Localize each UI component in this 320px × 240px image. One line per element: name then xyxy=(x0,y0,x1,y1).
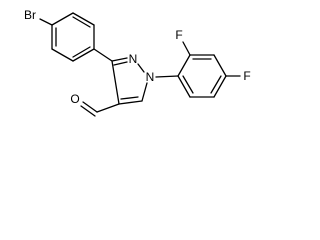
atom-n1: N xyxy=(146,70,155,84)
structure-diagram: Br N N O F F xyxy=(0,0,274,133)
bond-c3-n2-double-inner xyxy=(113,61,128,66)
bond-br xyxy=(39,18,53,26)
bond-co-1 xyxy=(82,101,98,113)
bond-ring-a-dbl-1 xyxy=(72,16,91,28)
bond-c3-n2-double-outer xyxy=(111,57,128,62)
bond-ring-a-1 xyxy=(51,12,74,26)
atom-f-para: F xyxy=(243,69,250,83)
atom-labels: Br N N O F F xyxy=(24,8,251,106)
bond-n2-n1 xyxy=(137,63,145,73)
bond-ring-b-dbl-2 xyxy=(210,75,222,94)
molecule-svg: Br N N O F F xyxy=(24,8,251,117)
aldehyde-group xyxy=(80,101,120,117)
atom-n2: N xyxy=(129,52,138,66)
bond-ring-b-dbl-3 xyxy=(182,75,194,94)
atom-br: Br xyxy=(24,8,36,22)
bromophenyl-ring xyxy=(39,12,113,62)
bond-c5-c4-inner xyxy=(120,96,139,100)
bond-f-ortho xyxy=(182,41,191,56)
bond-ring-b-1 xyxy=(177,54,191,77)
bond-ring-b-6 xyxy=(177,75,191,98)
bond-n1-c5 xyxy=(141,82,148,102)
bond-ring-a-dbl-2 xyxy=(72,46,91,58)
bond-n1-aryl xyxy=(155,75,179,78)
bond-ring-b-3 xyxy=(213,54,227,77)
bond-c5-c4-outer xyxy=(118,100,143,105)
bond-ring-a-2 xyxy=(72,12,95,26)
bond-co-2 xyxy=(80,105,96,117)
bond-ring-b-4 xyxy=(213,75,227,98)
difluorophenyl-ring xyxy=(155,41,241,98)
atom-o: O xyxy=(70,92,79,106)
pyrazole-ring xyxy=(111,57,148,105)
bond-ring-a-5 xyxy=(51,48,74,62)
bond-aryl-pyrazole xyxy=(93,48,113,62)
atom-f-ortho: F xyxy=(175,28,182,42)
bond-ring-a-4 xyxy=(72,48,95,62)
bond-c4-c3 xyxy=(111,60,120,105)
bond-c4-cho xyxy=(96,103,120,113)
